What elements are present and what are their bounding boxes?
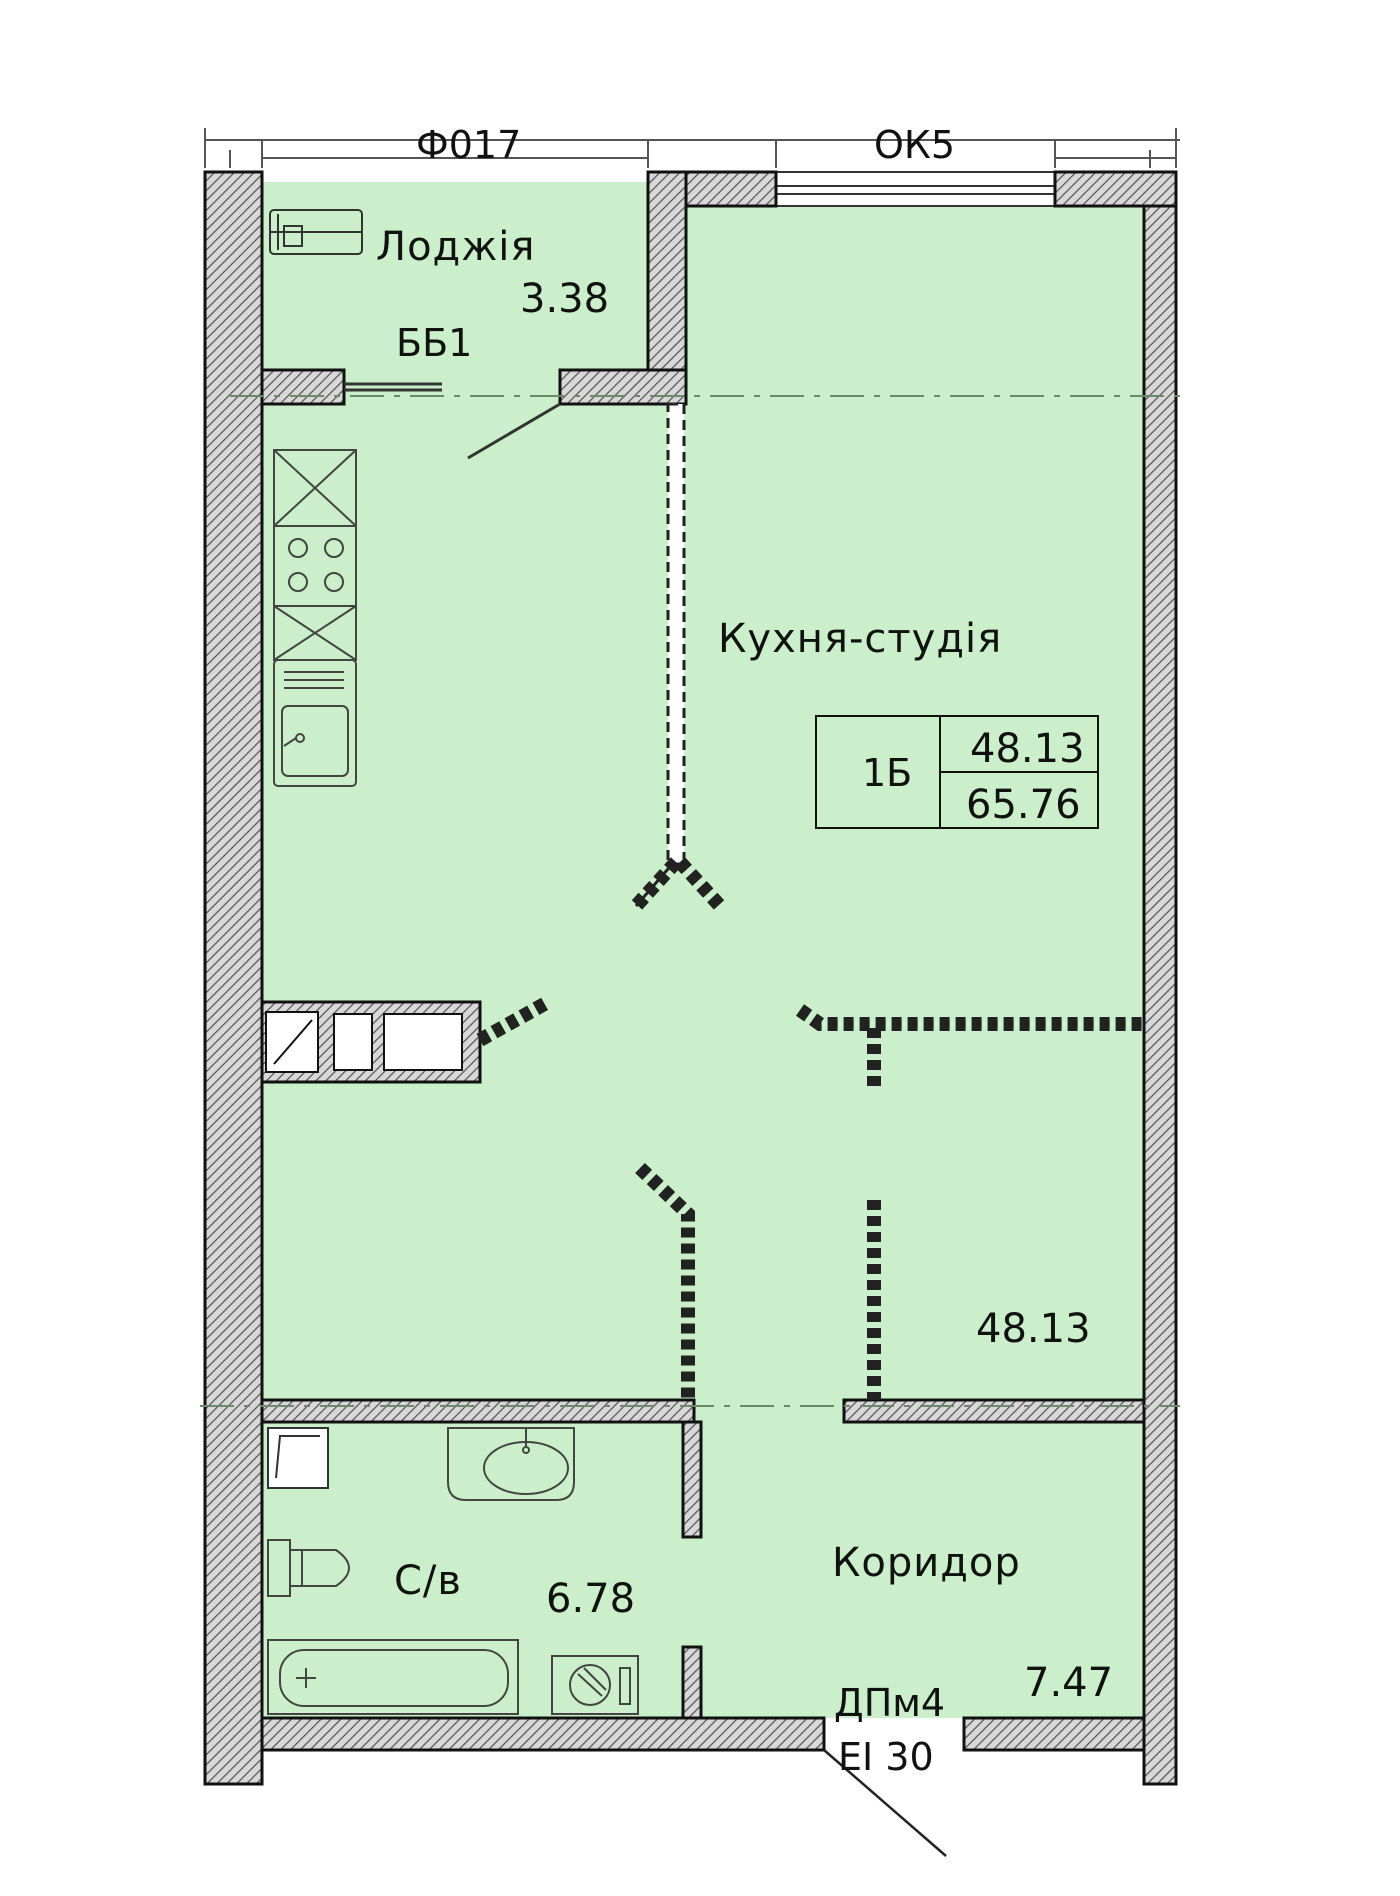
entrance-door-code: ДПм4 [834, 1681, 945, 1725]
wall-corridor-top [842, 1398, 1146, 1424]
wall-bath-divider-lower [681, 1645, 703, 1720]
kitchen-studio-upper-floor [686, 206, 1144, 376]
outer-wall-right [1142, 170, 1178, 1786]
axis-lines [200, 395, 1180, 1407]
toilet-icon [267, 1539, 350, 1597]
apartment-info-box [815, 715, 1099, 829]
window-ok5 [775, 171, 1056, 207]
entrance-door [823, 1749, 947, 1857]
wall-top-right-pier [1053, 170, 1178, 208]
apartment-living-area: 48.13 [970, 726, 1085, 772]
stove-icon [273, 525, 357, 607]
loggia-door [344, 382, 561, 460]
bathroom-name: С/в [394, 1558, 462, 1604]
partition-lower-left [635, 1162, 695, 1400]
kitchen-studio-area: 48.13 [976, 1306, 1091, 1352]
window-label-f017: Ф017 [416, 123, 521, 167]
kitchen-studio-name: Кухня-студія [718, 616, 1002, 662]
partition-fork-upper [630, 857, 682, 911]
entrance-door-rating: ЕІ 30 [838, 1735, 934, 1779]
corridor-name: Коридор [832, 1540, 1021, 1586]
top-dimension-line [204, 128, 1180, 168]
washing-machine-icon [551, 1655, 639, 1715]
washbasin-icon [447, 1427, 575, 1501]
apartment-total-area: 65.76 [966, 782, 1081, 828]
corridor-floor [694, 1422, 1144, 1718]
shower-tray-icon [267, 1427, 329, 1489]
bathtub-icon [267, 1639, 519, 1715]
loggia-area: 3.38 [520, 276, 609, 322]
loggia-rack-icon [269, 209, 363, 255]
loggia-door-code: ББ1 [396, 321, 472, 365]
partition-fork-left [476, 995, 552, 1047]
wall-bottom-right [962, 1716, 1146, 1752]
wall-loggia-bottom-right [558, 368, 688, 406]
wall-bath-divider-upper [681, 1420, 703, 1539]
corridor-opening-floor [694, 1400, 844, 1422]
outer-wall-left [203, 170, 264, 1786]
apartment-type: 1Б [862, 751, 912, 795]
dashed-partitions [476, 402, 1144, 1400]
ventilation-shaft-icon [265, 1011, 463, 1073]
wall-bath-top [260, 1398, 696, 1424]
window-label-ok5: ОК5 [874, 123, 955, 167]
corridor-area: 7.47 [1024, 1660, 1113, 1706]
bathroom-area: 6.78 [546, 1576, 635, 1622]
loggia-name: Лоджія [376, 224, 535, 270]
loggia-floor [262, 182, 648, 370]
room-fills [262, 182, 1144, 1718]
wall-loggia-bottom-left [260, 368, 346, 406]
sink-icon [273, 659, 357, 787]
partition-right [795, 1004, 1144, 1031]
wall-bottom-left [260, 1716, 826, 1752]
